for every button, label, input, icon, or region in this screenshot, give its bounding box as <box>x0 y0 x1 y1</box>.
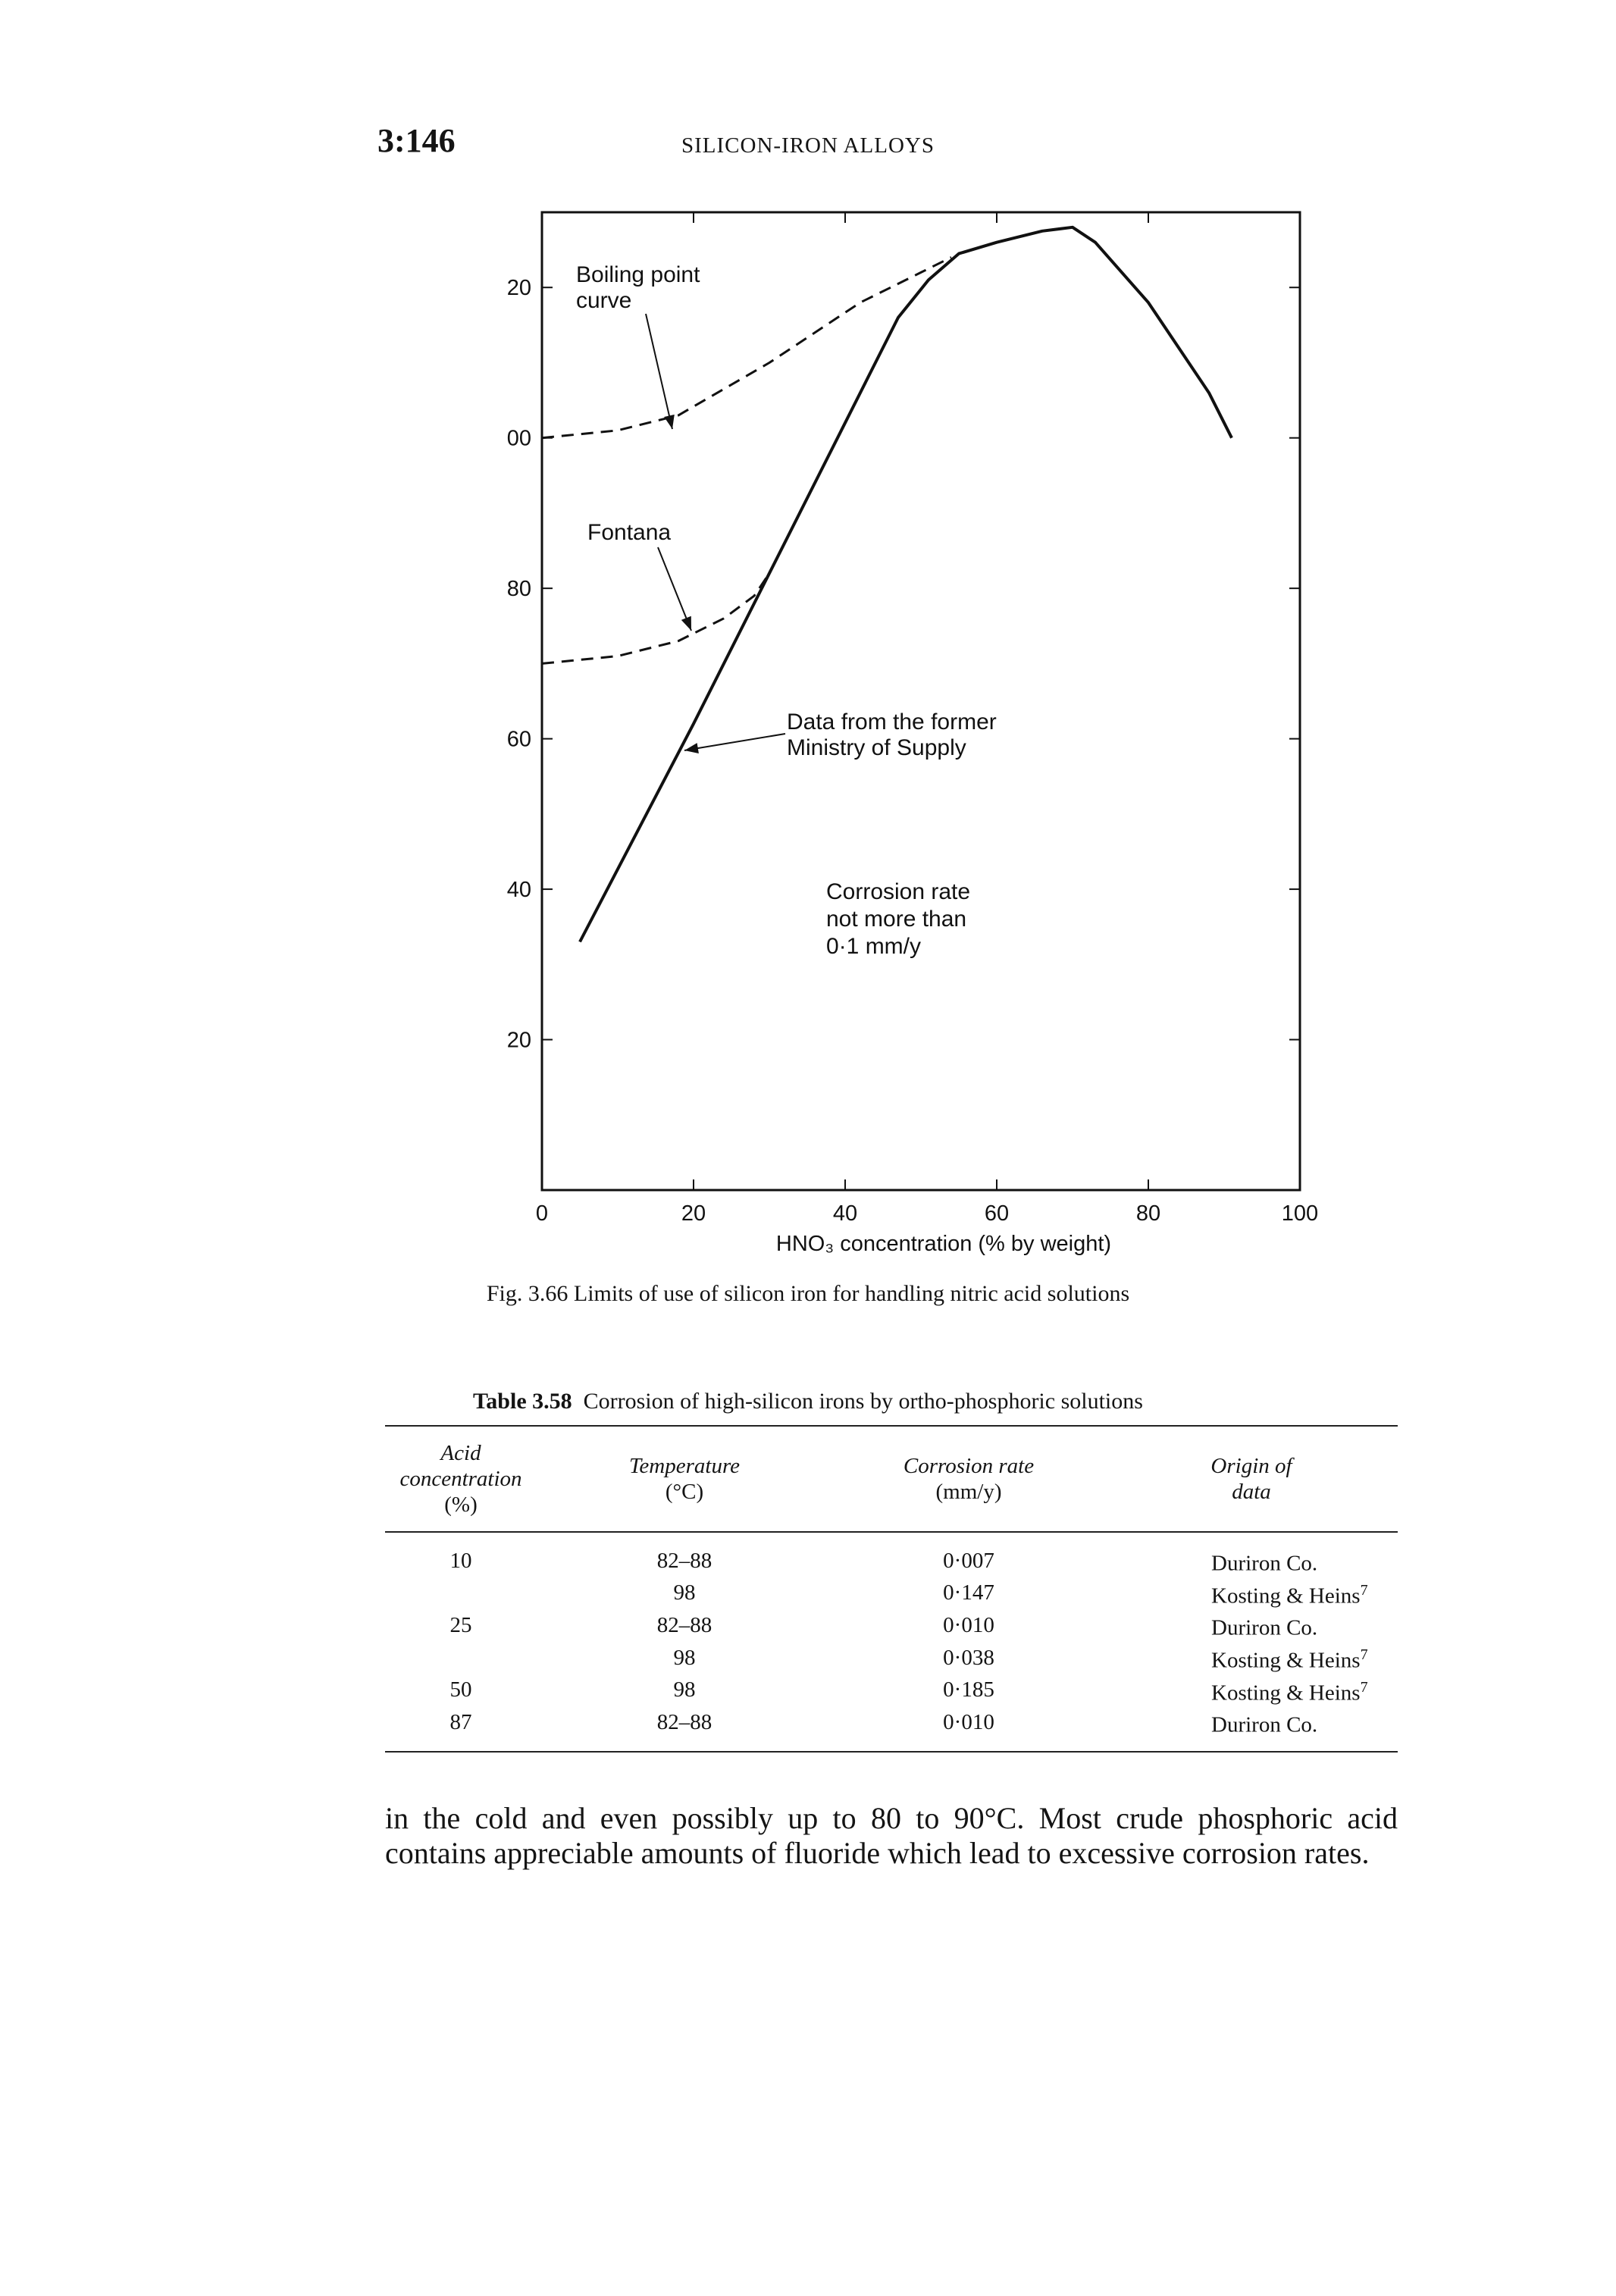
running-title: SILICON-IRON ALLOYS <box>681 133 935 158</box>
cell-rate: 0·185 <box>943 1677 994 1702</box>
header-rate-line1: Corrosion rate <box>903 1454 1035 1478</box>
cell-acid: 25 <box>449 1613 472 1638</box>
y-tick-label: 00 <box>507 427 531 451</box>
header-origin-line2: data <box>1232 1480 1271 1504</box>
reference-superscript: 7 <box>1360 1581 1368 1599</box>
table-row: 50 98 0·185 Kosting & Heins7 <box>385 1674 1398 1707</box>
cell-temperature: 98 <box>673 1645 696 1670</box>
x-tick-label: 60 <box>985 1201 1009 1226</box>
cell-origin: Kosting & Heins7 <box>1105 1674 1398 1707</box>
table-header-row: Acid concentration (%) Temperature (°C) … <box>385 1425 1398 1533</box>
x-tick-label: 40 <box>833 1201 857 1226</box>
header-origin-line1: Origin of <box>1210 1454 1292 1478</box>
cell-origin: Duriron Co. <box>1105 1706 1398 1753</box>
boiling-point-label: curve <box>576 288 631 313</box>
y-tick-label: 60 <box>507 728 531 752</box>
ministry-arrow-head <box>684 743 699 753</box>
boiling-arrow <box>645 313 673 430</box>
cell-origin: Kosting & Heins7 <box>1105 1577 1398 1610</box>
cell-origin: Duriron Co. <box>1105 1532 1398 1577</box>
cell-acid: 50 <box>449 1677 472 1702</box>
origin-text: Kosting & Heins <box>1211 1680 1361 1706</box>
corrosion-table: Acid concentration (%) Temperature (°C) … <box>385 1425 1398 1753</box>
cell-temperature: 98 <box>673 1677 696 1702</box>
corrosion-region-label: Corrosion rate <box>826 879 970 904</box>
header-rate: Corrosion rate (mm/y) <box>832 1425 1105 1533</box>
cell-rate: 0·038 <box>943 1645 994 1670</box>
fontana-arrow <box>657 547 692 631</box>
series-line <box>541 572 771 665</box>
cell-acid: 87 <box>385 1706 537 1753</box>
boiling-arrow-head <box>664 414 675 429</box>
cell-temperature: 82–88 <box>656 1613 712 1638</box>
boiling-point-label: Boiling point <box>576 262 700 287</box>
table-caption: Table 3.58 Corrosion of high-silicon iro… <box>0 1389 1616 1414</box>
reference-superscript: 7 <box>1360 1646 1368 1663</box>
header-acid-unit: (%) <box>444 1493 478 1517</box>
cell-rate: 0·010 <box>943 1613 994 1638</box>
y-tick-label: 80 <box>507 577 531 601</box>
cell-origin: Kosting & Heins7 <box>1105 1642 1398 1674</box>
fontana-label: Fontana <box>587 520 671 545</box>
cell-acid: 10 <box>449 1548 472 1573</box>
reference-superscript: 7 <box>1360 1678 1368 1696</box>
plot-frame <box>540 211 1301 1192</box>
table-row: 25 82–88 0·010 Duriron Co. <box>385 1609 1398 1642</box>
origin-text: Kosting & Heins <box>1211 1583 1361 1608</box>
cell-temperature: 82–88 <box>656 1548 712 1573</box>
origin-text: Duriron Co. <box>1211 1712 1318 1737</box>
header-temperature-line1: Temperature <box>628 1454 741 1478</box>
x-axis-label: HNO₃ concentration (% by weight) <box>776 1232 1111 1256</box>
cell-origin: Duriron Co. <box>1105 1609 1398 1642</box>
cell-temperature: 98 <box>673 1580 696 1605</box>
cell-rate: 0·147 <box>943 1580 994 1605</box>
page-number: 3:146 <box>377 122 456 159</box>
cell-acid <box>385 1577 537 1610</box>
y-tick-label: 20 <box>507 1029 531 1053</box>
corrosion-region-label: not more than <box>826 907 966 932</box>
figure-caption: Fig. 3.66 Limits of use of silicon iron … <box>486 1281 1130 1306</box>
header-temperature: Temperature (°C) <box>537 1425 832 1533</box>
page-header: 3:146 SILICON-IRON ALLOYS <box>0 121 1616 167</box>
series-line <box>578 225 1233 943</box>
x-tick-label: 80 <box>1136 1201 1160 1226</box>
header-acid-line2: concentration <box>399 1467 522 1491</box>
ministry-arrow <box>684 733 786 751</box>
ministry-label: Data from the former <box>787 709 997 735</box>
fontana-arrow-head <box>681 616 691 631</box>
y-tick-label: 20 <box>507 276 531 300</box>
x-tick-label: 20 <box>681 1201 706 1226</box>
header-origin: Origin of data <box>1105 1425 1398 1533</box>
origin-text: Duriron Co. <box>1211 1551 1318 1576</box>
corrosion-region-label: 0·1 mm/y <box>826 934 921 959</box>
cell-acid <box>385 1642 537 1674</box>
cell-temperature: 82–88 <box>537 1706 832 1753</box>
y-tick-label: 40 <box>507 878 531 902</box>
header-rate-unit: (mm/y) <box>935 1480 1002 1504</box>
origin-text: Kosting & Heins <box>1211 1648 1361 1673</box>
x-tick-label: 100 <box>1282 1201 1318 1226</box>
header-acid: Acid concentration (%) <box>385 1425 537 1533</box>
table-row: 10 82–88 0·007 Duriron Co. <box>385 1532 1398 1577</box>
cell-rate: 0·007 <box>943 1548 994 1573</box>
x-tick-label: 0 <box>536 1201 548 1226</box>
body-paragraph: in the cold and even possibly up to 80 t… <box>385 1801 1398 1870</box>
table-number: Table 3.58 <box>473 1389 572 1414</box>
ministry-label: Ministry of Supply <box>787 735 966 760</box>
series-line <box>541 256 952 440</box>
table-title: Corrosion of high-silicon irons by ortho… <box>583 1389 1143 1414</box>
cell-rate: 0·010 <box>832 1706 1105 1753</box>
origin-text: Duriron Co. <box>1211 1615 1318 1640</box>
table-row: 98 0·147 Kosting & Heins7 <box>385 1577 1398 1610</box>
table-row: 98 0·038 Kosting & Heins7 <box>385 1642 1398 1674</box>
header-temperature-unit: (°C) <box>665 1480 704 1504</box>
header-acid-line1: Acid <box>440 1441 481 1465</box>
